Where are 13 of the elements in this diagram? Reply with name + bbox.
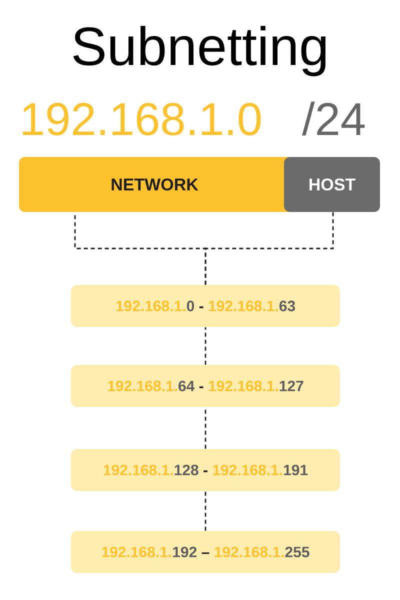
network-bar: NETWORK <box>19 157 290 212</box>
connector-line <box>204 212 334 285</box>
address-text: 192.168.1.0 <box>23 102 261 136</box>
connector-line <box>204 327 206 365</box>
host-box: HOST <box>284 157 380 212</box>
title: Subnetting <box>73 26 326 76</box>
range-box: 192.168.1.192 – 192.168.1.255 <box>71 531 340 573</box>
connector-line <box>204 491 206 531</box>
connector-line <box>204 407 206 449</box>
range-box: 192.168.1.0 - 192.168.1.63 <box>71 285 340 327</box>
range-box: 192.168.1.128 - 192.168.1.191 <box>71 449 340 491</box>
prefix-text: /24 <box>302 102 365 136</box>
range-box: 192.168.1.64 - 192.168.1.127 <box>71 365 340 407</box>
